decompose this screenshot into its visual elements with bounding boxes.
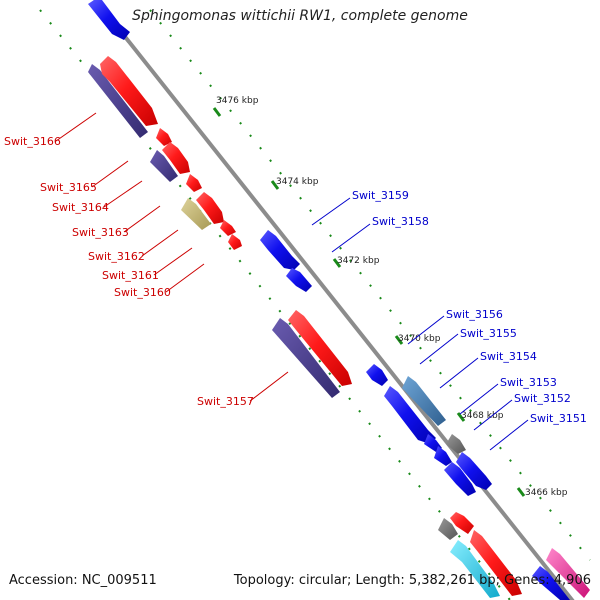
label-leader xyxy=(55,112,97,142)
reverse-gene-track xyxy=(88,0,590,600)
cds-block[interactable] xyxy=(181,198,211,230)
forward-gene-label: Swit_3166 xyxy=(4,135,61,148)
label-leader xyxy=(165,263,205,293)
reverse-gene-label: Swit_3153 xyxy=(500,376,557,389)
reverse-gene-arrow[interactable] xyxy=(532,566,570,600)
genome-backbone xyxy=(93,0,575,600)
genome-summary-text: Topology: circular; Length: 5,382,261 bp… xyxy=(233,573,591,588)
cds-block[interactable] xyxy=(272,318,340,398)
forward-gene-arrow[interactable] xyxy=(228,234,242,250)
ruler-tick xyxy=(456,412,466,422)
forward-gene-arrow[interactable] xyxy=(220,220,236,236)
label-leader xyxy=(249,371,289,402)
forward-gene-arrow[interactable] xyxy=(156,128,172,146)
reverse-gene-labels: Swit_3159 Swit_3158 Swit_3156 Swit_3155 … xyxy=(311,189,587,451)
reverse-gene-arrow[interactable] xyxy=(286,268,312,292)
reverse-gene-arrow[interactable] xyxy=(434,446,452,466)
label-leader xyxy=(459,383,499,415)
forward-gene-label: Swit_3161 xyxy=(102,269,159,282)
reverse-gene-label: Swit_3159 xyxy=(352,189,409,202)
ruler-label: 3472 kbp xyxy=(337,256,380,266)
ruler-label: 3468 kbp xyxy=(461,411,504,421)
cds-block[interactable] xyxy=(438,518,458,540)
label-leader xyxy=(407,315,445,345)
reverse-gene-label: Swit_3158 xyxy=(372,215,429,228)
reverse-gene-arrow[interactable] xyxy=(366,364,388,386)
cds-block[interactable] xyxy=(88,64,148,138)
forward-gene-track xyxy=(100,56,522,596)
reverse-gene-label: Swit_3155 xyxy=(460,327,517,340)
label-leader xyxy=(91,160,129,188)
ruler: 3476 kbp 3474 kbp 3472 kbp 3470 kbp 3468… xyxy=(212,96,568,498)
reverse-gene-label: Swit_3152 xyxy=(514,392,571,405)
cds-block[interactable] xyxy=(546,548,590,598)
ruler-tick xyxy=(212,107,222,117)
forward-gene-labels: Swit_3166 Swit_3165 Swit_3164 Swit_3163 … xyxy=(4,112,289,408)
forward-gene-label: Swit_3160 xyxy=(114,286,171,299)
label-leader xyxy=(419,333,459,365)
forward-gene-label: Swit_3157 xyxy=(197,395,254,408)
label-leader xyxy=(473,399,513,431)
ruler-label: 3466 kbp xyxy=(525,488,568,498)
label-leader xyxy=(331,223,371,253)
cds-block[interactable] xyxy=(150,150,178,182)
ruler-tick xyxy=(332,258,342,268)
cds-track xyxy=(88,64,340,398)
label-leader xyxy=(141,229,179,257)
reverse-gene-arrow[interactable] xyxy=(384,386,436,444)
reverse-gene-arrow[interactable] xyxy=(260,230,300,270)
cds-block[interactable] xyxy=(446,434,466,454)
reverse-gene-label: Swit_3156 xyxy=(446,308,503,321)
accession-text: Accession: NC_009511 xyxy=(9,573,157,588)
ruler-label: 3474 kbp xyxy=(276,177,319,187)
forward-gene-label: Swit_3164 xyxy=(52,201,109,214)
cds-block[interactable] xyxy=(450,540,500,598)
reverse-gene-arrow[interactable] xyxy=(444,462,476,496)
ruler-tick xyxy=(394,335,404,345)
ruler-tick xyxy=(516,487,526,497)
reverse-gene-label: Swit_3154 xyxy=(480,350,537,363)
forward-gene-arrow[interactable] xyxy=(470,530,522,596)
forward-gene-arrow[interactable] xyxy=(288,310,352,386)
forward-gene-label: Swit_3162 xyxy=(88,250,145,263)
cds-block[interactable] xyxy=(402,376,446,426)
ruler-label: 3476 kbp xyxy=(216,96,259,106)
forward-gene-label: Swit_3165 xyxy=(40,181,97,194)
forward-gene-arrow[interactable] xyxy=(100,56,158,126)
label-leader xyxy=(153,247,193,276)
forward-gene-arrow[interactable] xyxy=(162,142,190,174)
tick-track-outer xyxy=(149,9,591,561)
label-leader xyxy=(311,197,351,226)
reverse-gene-label: Swit_3151 xyxy=(530,412,587,425)
reverse-gene-arrow[interactable] xyxy=(456,452,492,490)
forward-gene-arrow[interactable] xyxy=(450,512,474,534)
label-leader xyxy=(103,180,143,208)
label-leader xyxy=(439,357,479,389)
forward-gene-arrow[interactable] xyxy=(196,192,224,224)
label-leader xyxy=(489,419,529,451)
forward-gene-arrow[interactable] xyxy=(186,174,202,192)
reverse-gene-arrow[interactable] xyxy=(88,0,130,40)
forward-gene-label: Swit_3163 xyxy=(72,226,129,239)
map-title: Sphingomonas wittichii RW1, complete gen… xyxy=(132,8,468,24)
ruler-tick xyxy=(270,180,280,190)
label-leader xyxy=(123,205,161,233)
ruler-label: 3470 kbp xyxy=(398,334,441,344)
